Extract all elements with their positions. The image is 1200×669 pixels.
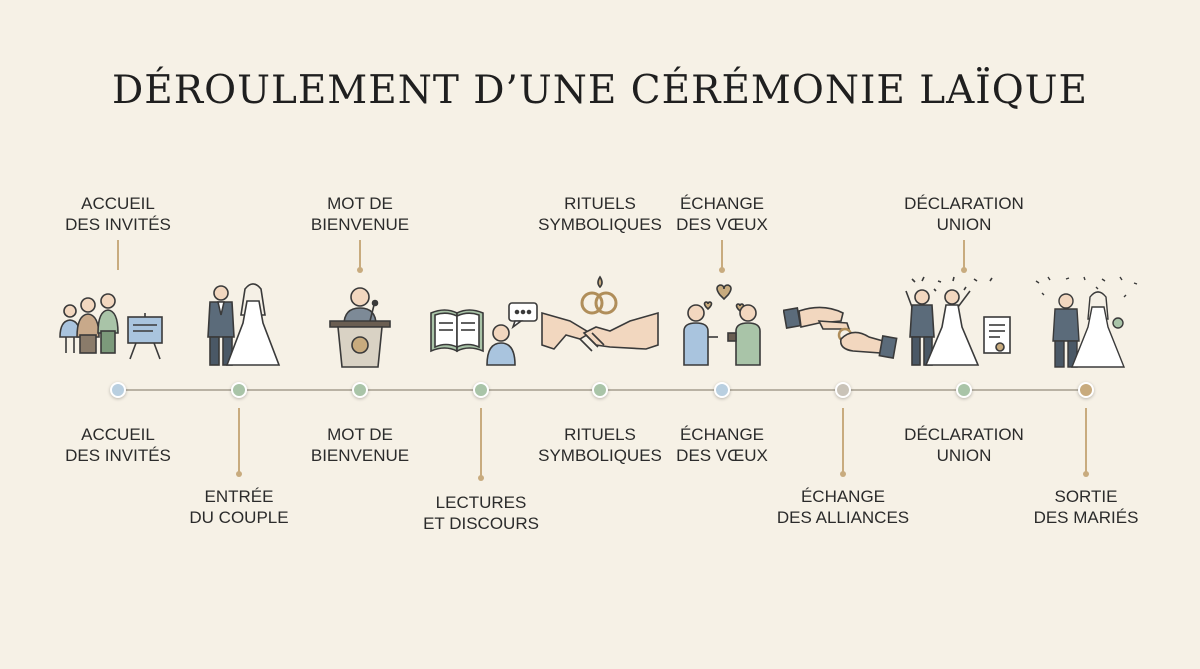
vows-exchange-icon [662,275,782,375]
step-bottom-label: ACCUEIL DES INVITÉS [65,425,171,465]
step-bottom-label: SORTIE DES MARIÉS [1033,487,1139,527]
label-connector [117,240,119,270]
timeline-node [835,382,851,398]
step-bottom-label: ENTRÉE DU COUPLE [189,487,289,527]
step-top-label: MOT DE BIENVENUE [310,194,410,234]
label-connector [840,408,846,477]
label-connector [961,240,967,273]
step-top-label: DÉCLARATION UNION [904,194,1024,234]
guests-welcome-icon [58,275,178,375]
step-top-label: ÉCHANGE DES VŒUX [676,194,768,234]
step-top-label: ACCUEIL DES INVITÉS [65,194,171,234]
step-bottom-label: ÉCHANGE DES ALLIANCES [776,487,910,527]
timeline-node [592,382,608,398]
ring-exchange-hands-icon [783,275,903,375]
timeline-node [714,382,730,398]
timeline-node [473,382,489,398]
label-connector [357,240,363,273]
step-top-label: RITUELS SYMBOLIQUES [538,194,662,234]
rings-handshake-icon [540,275,660,375]
podium-speaker-icon [300,275,420,375]
celebration-certificate-icon [904,275,1024,375]
page-title: DÉROULEMENT D’UNE CÉRÉMONIE LAÏQUE [112,68,1088,113]
timeline-node [110,382,126,398]
reading-speech-icon [421,275,541,375]
timeline-node [231,382,247,398]
step-bottom-label: ÉCHANGE DES VŒUX [676,425,768,465]
timeline-node [956,382,972,398]
step-bottom-label: MOT DE BIENVENUE [310,425,410,465]
timeline-node [1078,382,1094,398]
label-connector [719,240,725,273]
step-bottom-label: LECTURES ET DISCOURS [423,493,539,533]
step-bottom-label: RITUELS SYMBOLIQUES [538,425,662,465]
step-bottom-label: DÉCLARATION UNION [904,425,1024,465]
label-connector [1083,408,1089,477]
couple-entrance-icon [179,275,299,375]
label-connector [236,408,242,477]
timeline-node [352,382,368,398]
couple-exit-confetti-icon [1026,275,1146,375]
label-connector [478,408,484,481]
